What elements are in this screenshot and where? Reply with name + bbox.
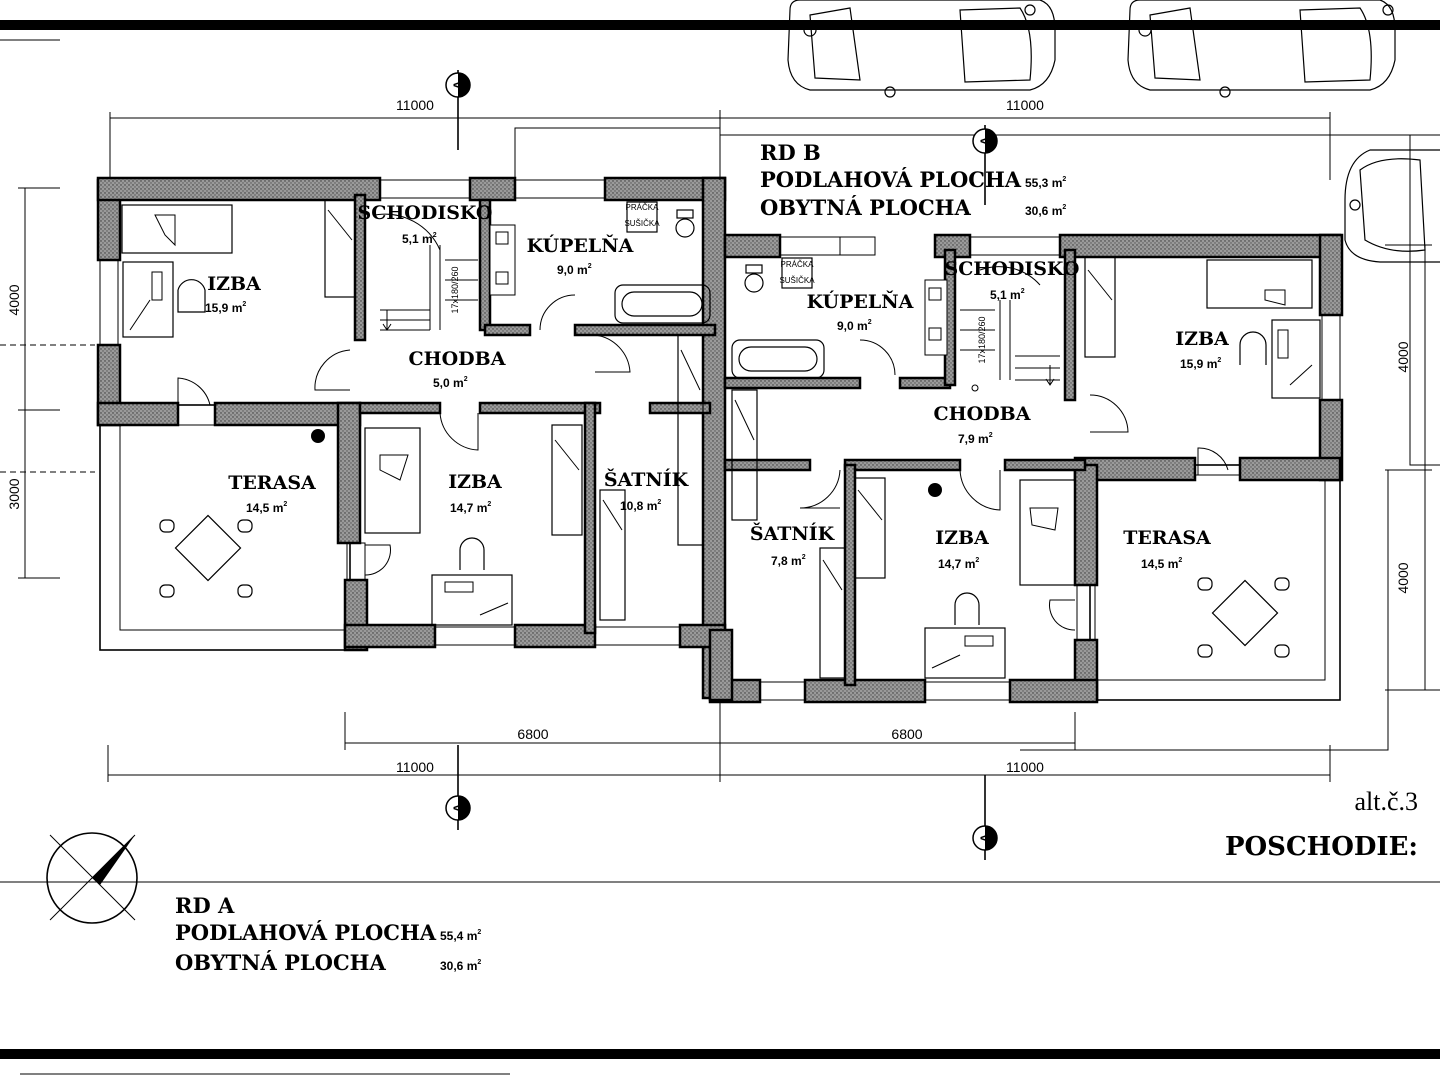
downpipe-icon — [311, 429, 325, 443]
room-label-satnik-b: ŠATNÍK 7,8 m2 — [750, 522, 836, 568]
svg-text:55,4 m2: 55,4 m2 — [440, 929, 481, 943]
downpipe-icon — [928, 483, 942, 497]
svg-text:A: A — [978, 833, 992, 842]
svg-text:7,8 m2: 7,8 m2 — [771, 554, 806, 568]
svg-text:IZBA: IZBA — [1175, 328, 1229, 350]
table-icon — [1197, 577, 1290, 658]
svg-text:ŠATNÍK: ŠATNÍK — [750, 522, 836, 545]
svg-text:9,0 m2: 9,0 m2 — [557, 263, 592, 277]
svg-text:15,9 m2: 15,9 m2 — [205, 301, 246, 315]
svg-text:OBYTNÁ PLOCHA: OBYTNÁ PLOCHA — [175, 950, 386, 975]
svg-text:IZBA: IZBA — [935, 527, 989, 549]
svg-text:A: A — [451, 80, 465, 89]
svg-text:14,7 m2: 14,7 m2 — [938, 557, 979, 571]
svg-text:30,6 m2: 30,6 m2 — [440, 959, 481, 973]
svg-text:5,1 m2: 5,1 m2 — [990, 288, 1025, 302]
section-marker-b-bottom: A — [972, 775, 998, 860]
room-label-chodba-b: CHODBA 7,9 m2 — [934, 403, 1031, 446]
svg-text:IZBA: IZBA — [448, 471, 502, 493]
section-marker-a-bottom: A — [445, 745, 471, 830]
svg-text:OBYTNÁ PLOCHA: OBYTNÁ PLOCHA — [760, 195, 971, 220]
svg-text:30,6 m2: 30,6 m2 — [1025, 204, 1066, 218]
svg-text:CHODBA: CHODBA — [409, 348, 506, 370]
svg-text:KÚPELŇA: KÚPELŇA — [527, 234, 634, 257]
house-a-info: RD A PODLAHOVÁ PLOCHA OBYTNÁ PLOCHA 55,4… — [175, 893, 481, 975]
room-label-izba-b2: IZBA 14,7 m2 — [935, 527, 989, 571]
dryer-label-b: SUŠIČKA — [779, 276, 815, 285]
svg-text:SCHODISKO: SCHODISKO — [945, 258, 1080, 280]
room-label-schodisko-a: SCHODISKO 5,1 m2 — [358, 202, 493, 246]
room-label-kupelna-b: KÚPELŇA 9,0 m2 — [807, 290, 914, 333]
room-label-izba-b1: IZBA 15,9 m2 — [1175, 328, 1229, 371]
svg-text:5,1 m2: 5,1 m2 — [402, 232, 437, 246]
dim-top-a: 11000 — [396, 97, 434, 113]
dim-left-upper: 4000 — [6, 284, 22, 315]
table-icon — [159, 514, 253, 598]
dim-right-upper: 4000 — [1395, 341, 1411, 372]
svg-text:CHODBA: CHODBA — [934, 403, 1031, 425]
dim-left-lower: 3000 — [6, 478, 22, 509]
svg-text:15,9 m2: 15,9 m2 — [1180, 357, 1221, 371]
car-icon — [1127, 0, 1396, 98]
dimension-lines — [0, 112, 1432, 782]
sheet-bottom-bar — [0, 1049, 1440, 1059]
svg-text:RD B: RD B — [760, 140, 821, 165]
svg-text:PODLAHOVÁ PLOCHA: PODLAHOVÁ PLOCHA — [760, 167, 1022, 192]
washer-label-a: PRÁČKA — [626, 203, 660, 212]
svg-text:ŠATNÍK: ŠATNÍK — [604, 468, 690, 491]
house-a-plan — [96, 176, 727, 700]
north-arrow-icon — [46, 832, 138, 924]
dim-bottom-a-total: 11000 — [396, 759, 434, 775]
svg-text:55,3 m2: 55,3 m2 — [1025, 176, 1066, 190]
sheet-top-bar — [0, 20, 1440, 30]
svg-text:TERASA: TERASA — [1123, 527, 1211, 549]
section-marker-b-top: A — [972, 125, 998, 205]
svg-text:TERASA: TERASA — [228, 472, 316, 494]
room-label-satnik-a: ŠATNÍK 10,8 m2 — [604, 468, 690, 513]
svg-text:9,0 m2: 9,0 m2 — [837, 319, 872, 333]
svg-text:A: A — [451, 803, 465, 812]
svg-text:14,7 m2: 14,7 m2 — [450, 501, 491, 515]
stair-label-b: 17x180/260 — [977, 316, 987, 363]
svg-text:5,0 m2: 5,0 m2 — [433, 376, 468, 390]
stair-label-a: 17x180/260 — [450, 266, 460, 313]
room-label-izba-a1: IZBA 15,9 m2 — [205, 273, 261, 315]
dim-bottom-b-inner: 6800 — [891, 726, 922, 742]
alternative-label: alt.č.3 — [1354, 787, 1418, 816]
section-marker-a-top: A — [445, 70, 471, 150]
room-label-terasa-b: TERASA 14,5 m2 — [1123, 527, 1211, 571]
floor-label: POSCHODIE: — [1225, 832, 1418, 862]
dim-bottom-b-total: 11000 — [1006, 759, 1044, 775]
svg-text:A: A — [978, 136, 992, 145]
room-label-kupelna-a: KÚPELŇA 9,0 m2 — [527, 234, 634, 277]
svg-text:14,5 m2: 14,5 m2 — [1141, 557, 1182, 571]
washer-label-b: PRÁČKA — [781, 260, 815, 269]
svg-text:KÚPELŇA: KÚPELŇA — [807, 290, 914, 313]
room-label-izba-a2: IZBA 14,7 m2 — [448, 471, 502, 515]
house-b-info: RD B PODLAHOVÁ PLOCHA OBYTNÁ PLOCHA 55,3… — [760, 140, 1066, 220]
svg-text:10,8 m2: 10,8 m2 — [620, 499, 661, 513]
car-icon — [787, 0, 1056, 98]
svg-text:PODLAHOVÁ PLOCHA: PODLAHOVÁ PLOCHA — [175, 920, 437, 945]
room-label-schodisko-b: SCHODISKO 5,1 m2 — [945, 258, 1080, 302]
svg-text:7,9 m2: 7,9 m2 — [958, 432, 993, 446]
dryer-label-a: SUŠIČKA — [624, 219, 660, 228]
svg-text:14,5 m2: 14,5 m2 — [246, 501, 287, 515]
house-b-plan — [514, 110, 1440, 751]
room-label-chodba-a: CHODBA 5,0 m2 — [409, 348, 506, 390]
dim-top-b: 11000 — [1006, 97, 1044, 113]
svg-text:RD A: RD A — [175, 893, 235, 918]
dim-right-lower: 4000 — [1395, 562, 1411, 593]
room-label-terasa-a: TERASA 14,5 m2 — [228, 472, 316, 515]
dim-bottom-a-inner: 6800 — [517, 726, 548, 742]
svg-text:SCHODISKO: SCHODISKO — [358, 202, 493, 224]
svg-text:IZBA: IZBA — [207, 273, 261, 295]
